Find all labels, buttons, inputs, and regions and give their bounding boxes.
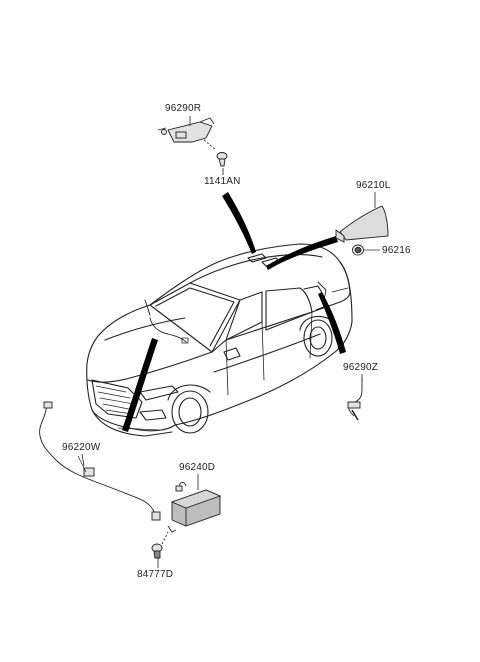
part-label-96210L: 96210L (356, 180, 391, 191)
leader-lines (122, 192, 346, 432)
part-96220W-cable[interactable] (39, 401, 161, 521)
label-connectors (81, 116, 376, 568)
part-96290R-bracket[interactable] (157, 117, 215, 143)
part-label-96290R: 96290R (165, 103, 202, 114)
car-illustration (86, 243, 353, 437)
part-96216-nut[interactable] (352, 244, 381, 256)
part-96210L-shark-fin-antenna[interactable] (335, 205, 389, 243)
part-1141AN-screw[interactable] (203, 139, 228, 167)
part-96240D-module[interactable] (167, 481, 222, 533)
part-label-84777D: 84777D (137, 569, 174, 580)
part-label-96290Z: 96290Z (343, 362, 379, 373)
part-label-96240D: 96240D (179, 462, 216, 473)
part-84777D-clip[interactable] (151, 531, 169, 559)
part-label-96220W: 96220W (62, 442, 101, 453)
part-label-96216: 96216 (382, 245, 411, 256)
part-label-1141AN: 1141AN (204, 176, 241, 187)
part-96290Z-cable[interactable] (347, 378, 363, 421)
